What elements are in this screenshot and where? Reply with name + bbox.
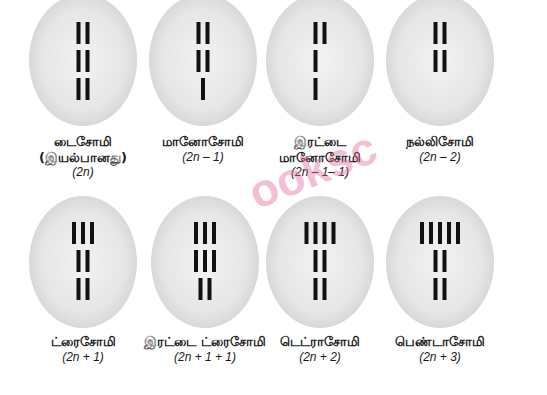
chromosome-formula: (2n + 2) xyxy=(258,350,382,366)
cell-oval xyxy=(29,0,137,126)
chromosome xyxy=(206,22,210,44)
aneuploidy-name: பெண்டாசோமி xyxy=(378,334,502,350)
cell-caption: இரட்டை ட்ரைசோமி(2n + 1 + 1) xyxy=(143,334,267,365)
cell-caption: டெட்ராசோமி(2n + 2) xyxy=(258,334,382,365)
chromosome xyxy=(86,22,90,44)
aneuploidy-name: மானோசோமி xyxy=(141,134,265,150)
chromosome xyxy=(194,250,198,272)
chromosome xyxy=(203,222,207,244)
chromosome xyxy=(305,222,309,244)
chromosome xyxy=(81,222,85,244)
aneuploidy-name: இரட்டை ட்ரைசோமி xyxy=(143,334,267,350)
chromosome xyxy=(443,50,447,72)
chromosome xyxy=(86,250,90,272)
chromosome xyxy=(208,278,212,300)
chromosome xyxy=(86,278,90,300)
chromosome xyxy=(443,278,447,300)
chromosome xyxy=(72,222,76,244)
chromosome xyxy=(77,78,81,100)
chromosome xyxy=(420,222,424,244)
chromosome xyxy=(212,222,216,244)
chromosome xyxy=(314,222,318,244)
aneuploidy-name: நல்லிசோமி xyxy=(378,134,502,150)
chromosome xyxy=(434,50,438,72)
aneuploidy-name: ட்ரைசோமி xyxy=(21,334,145,350)
chromosome xyxy=(77,278,81,300)
chromosome xyxy=(206,50,210,72)
chromosome xyxy=(314,278,318,300)
cell-caption: டைசோமி (இயல்பானது)(2n) xyxy=(21,134,145,181)
cell-oval xyxy=(266,196,374,328)
chromosome xyxy=(314,250,318,272)
chromosome-formula: (2n + 1 + 1) xyxy=(143,350,267,366)
chromosome xyxy=(194,222,198,244)
chromosome-formula: (2n) xyxy=(21,165,145,181)
chromosome xyxy=(197,22,201,44)
chromosome xyxy=(77,22,81,44)
chromosome xyxy=(443,250,447,272)
chromosome xyxy=(323,22,327,44)
chromosome xyxy=(438,222,442,244)
cell-caption: மானோசோமி(2n – 1) xyxy=(141,134,265,165)
chromosome xyxy=(323,278,327,300)
aneuploidy-name: டைசோமி (இயல்பானது) xyxy=(21,134,145,165)
chromosome xyxy=(203,250,207,272)
chromosome xyxy=(314,50,318,72)
chromosome xyxy=(197,50,201,72)
chromosome xyxy=(314,22,318,44)
cell-oval xyxy=(266,0,374,126)
chromosome xyxy=(323,222,327,244)
cell-oval xyxy=(386,196,494,328)
aneuploidy-name: டெட்ராசோமி xyxy=(258,334,382,350)
chromosome-formula: (2n + 3) xyxy=(378,350,502,366)
chromosome xyxy=(77,250,81,272)
chromosome xyxy=(456,222,460,244)
cell-oval xyxy=(386,0,494,126)
chromosome xyxy=(434,22,438,44)
cell-oval xyxy=(149,0,257,126)
cell-oval xyxy=(151,196,259,328)
cell-caption: பெண்டாசோமி(2n + 3) xyxy=(378,334,502,365)
chromosome xyxy=(332,222,336,244)
chromosome xyxy=(443,22,447,44)
chromosome xyxy=(199,278,203,300)
chromosome xyxy=(323,250,327,272)
chromosome xyxy=(90,222,94,244)
chromosome xyxy=(434,250,438,272)
chromosome xyxy=(434,278,438,300)
chromosome xyxy=(86,78,90,100)
chromosome xyxy=(447,222,451,244)
chromosome-formula: (2n – 2) xyxy=(378,150,502,166)
chromosome xyxy=(201,78,205,100)
cell-caption: ட்ரைசோமி(2n + 1) xyxy=(21,334,145,365)
cell-caption: நல்லிசோமி(2n – 2) xyxy=(378,134,502,165)
chromosome xyxy=(314,78,318,100)
chromosome-formula: (2n – 1) xyxy=(141,150,265,166)
chromosome-formula: (2n + 1) xyxy=(21,350,145,366)
chromosome xyxy=(429,222,433,244)
chromosome xyxy=(77,50,81,72)
cell-oval xyxy=(29,196,137,328)
chromosome xyxy=(86,50,90,72)
chromosome xyxy=(212,250,216,272)
